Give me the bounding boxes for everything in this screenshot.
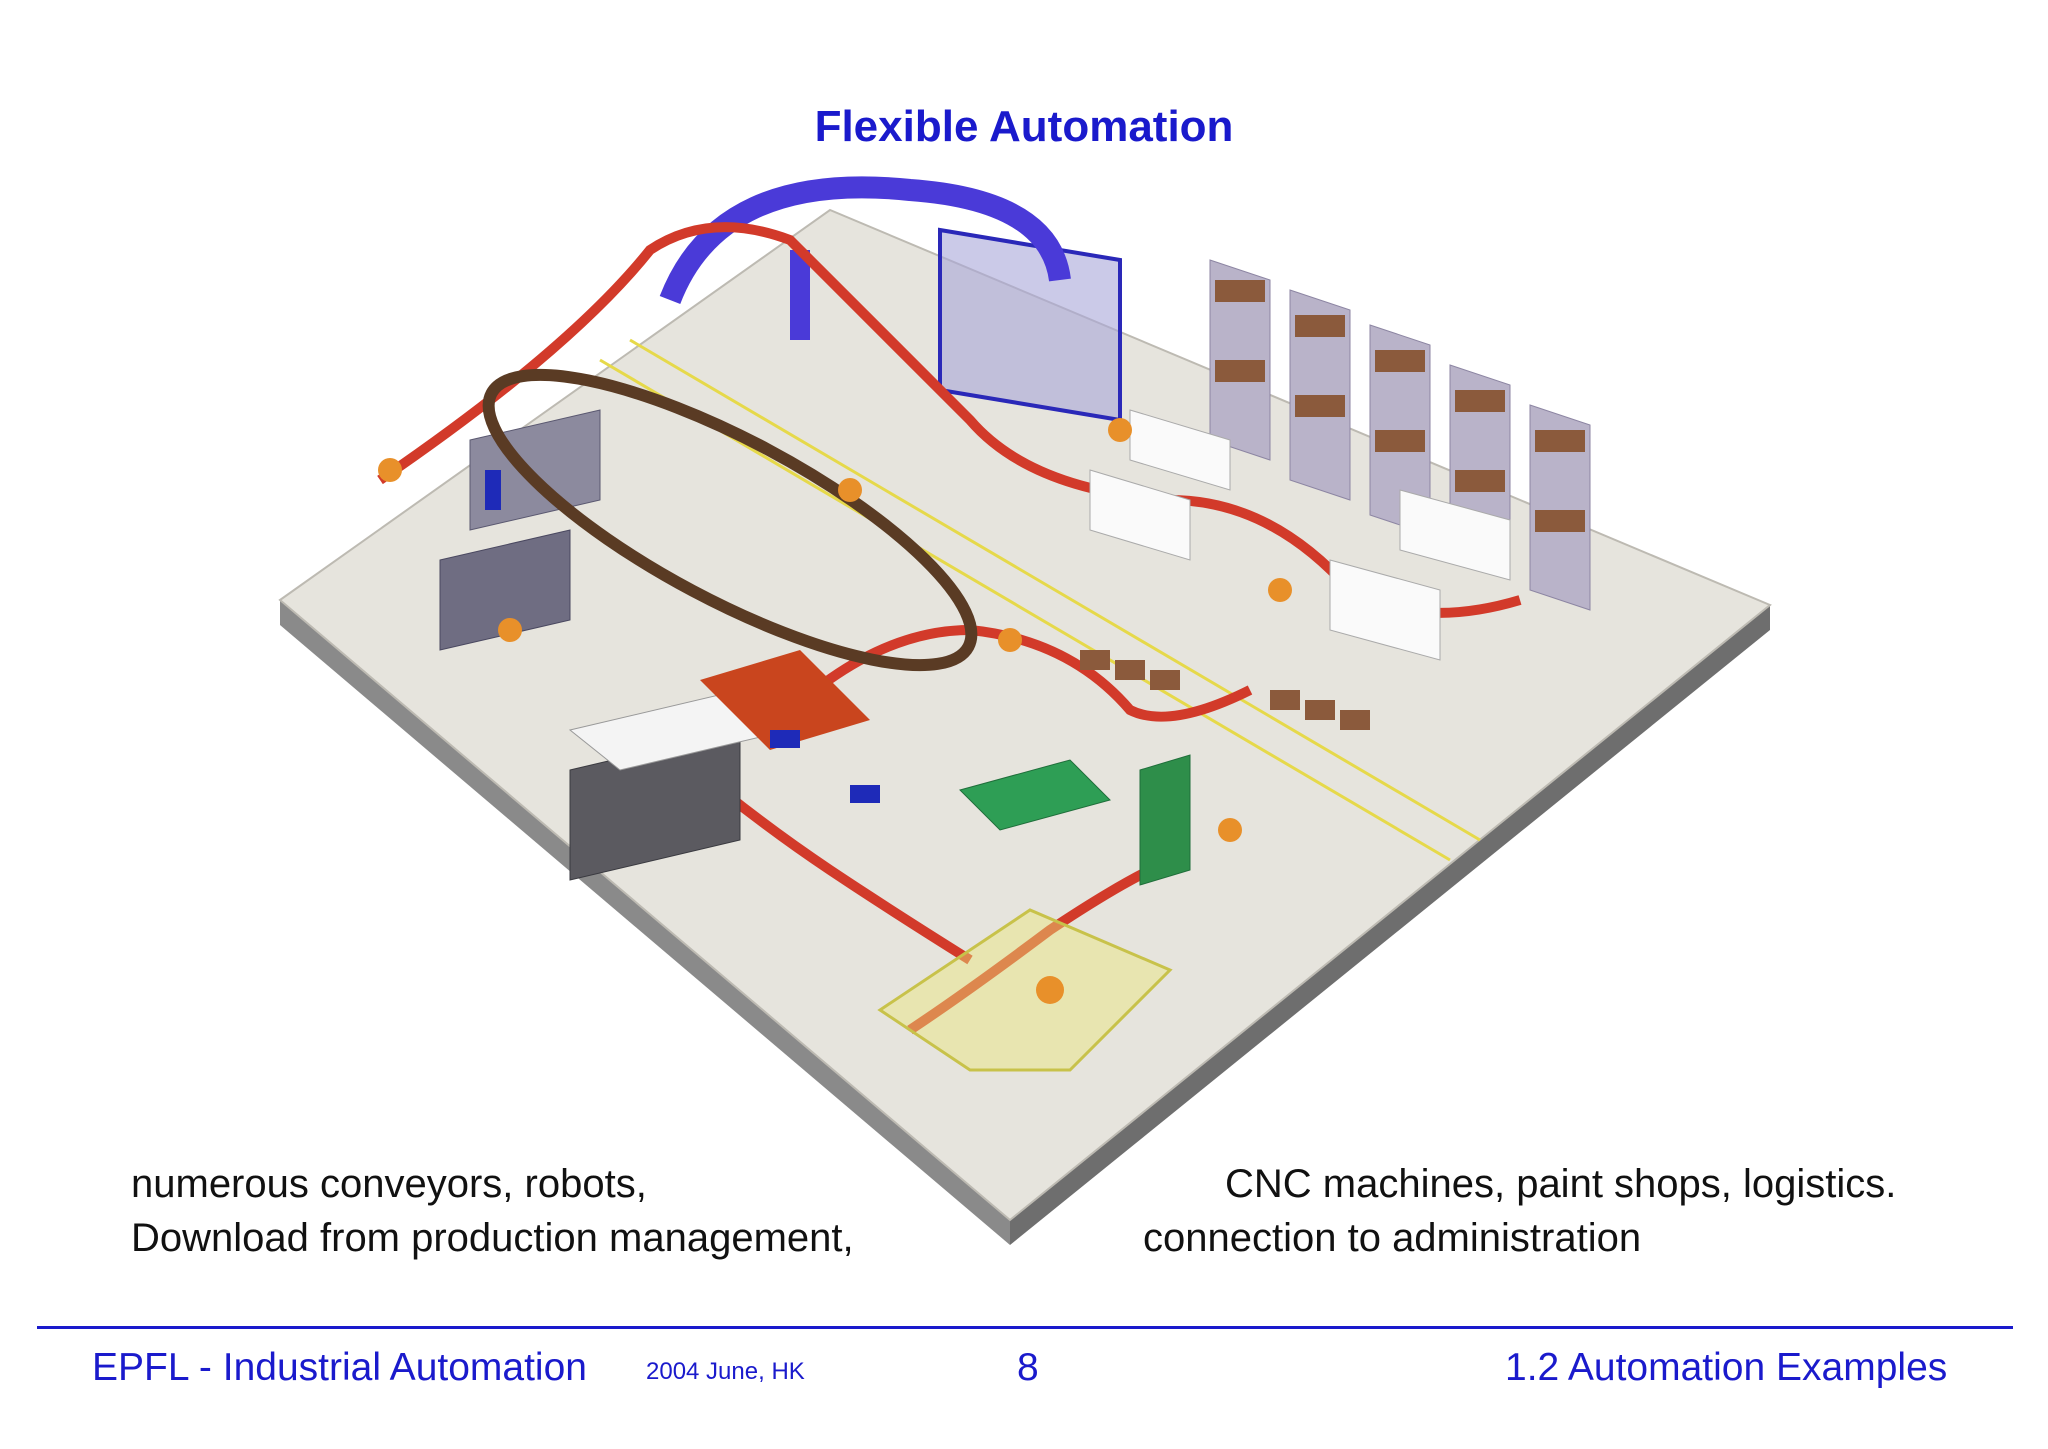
factory-floor-illustration (278, 176, 1772, 1245)
page-number: 8 (1017, 1346, 1039, 1389)
safety-cell (877, 908, 1173, 1072)
floor-side-right (1010, 605, 1770, 1245)
aisle-line (599, 358, 1451, 862)
storage-racks (1209, 259, 1591, 611)
aisle-line (629, 338, 1481, 842)
pallets (1080, 650, 1370, 730)
green-machines (959, 754, 1191, 886)
body-text-right-line1: CNC machines, paint shops, logistics. (1225, 1162, 1897, 1206)
floor-side-left (280, 600, 1010, 1245)
footer-section: 1.2 Automation Examples (1505, 1346, 1948, 1389)
assembly-loop (482, 368, 978, 672)
footer-divider (37, 1326, 2013, 1329)
assembly-platform (700, 650, 870, 750)
body-text-left-line1: numerous conveyors, robots, (131, 1162, 647, 1206)
body-text-right-line2: connection to administration (1143, 1216, 1642, 1260)
footer-date: 2004 June, HK (646, 1358, 805, 1385)
cnc-machines (1089, 409, 1511, 661)
paint-booth (659, 176, 1122, 423)
robots (378, 418, 1292, 1004)
footer-course: EPFL - Industrial Automation (92, 1346, 587, 1389)
slide-title: Flexible Automation (814, 102, 1234, 151)
body-text-left-line2: Download from production management, (131, 1216, 854, 1260)
blue-markers (485, 470, 880, 803)
